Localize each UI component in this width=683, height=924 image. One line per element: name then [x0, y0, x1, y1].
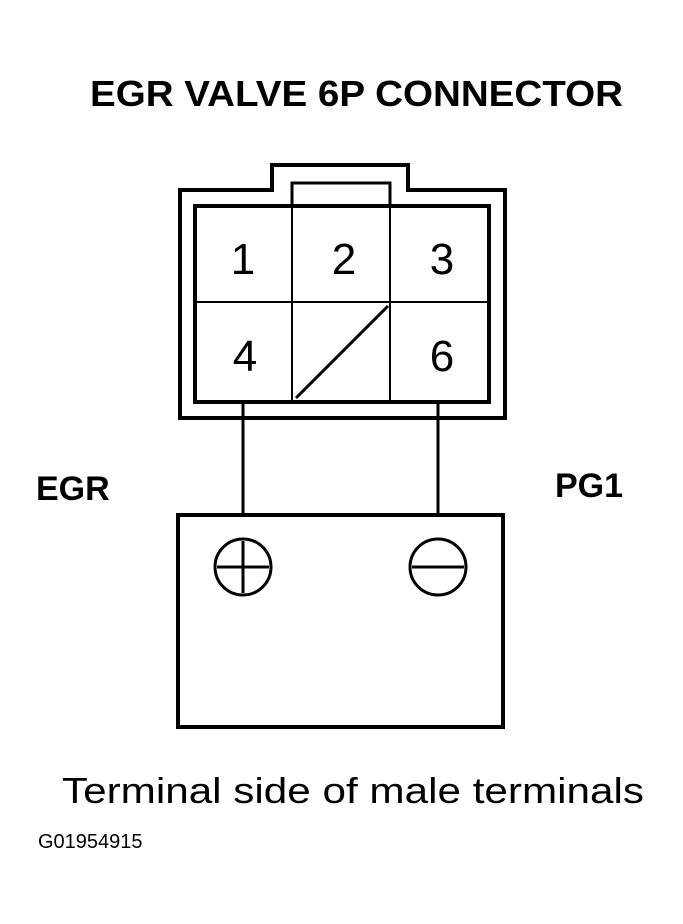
pg1-label: PG1 [555, 467, 623, 505]
empty-cavity-slash [294, 304, 390, 400]
terminal-2: 2 [332, 235, 356, 284]
figure-reference: G01954915 [38, 831, 143, 853]
egr-label: EGR [36, 470, 110, 508]
terminal-4: 4 [233, 332, 257, 381]
diagram-title: EGR VALVE 6P CONNECTOR [90, 73, 623, 114]
connector-housing [178, 163, 507, 420]
terminal-3: 3 [430, 235, 454, 284]
minus-terminal-icon [408, 537, 468, 597]
plus-terminal-icon [213, 537, 273, 597]
lock-tab [290, 181, 392, 206]
terminal-6: 6 [430, 332, 454, 381]
battery [176, 513, 505, 729]
connector-inner-outline [193, 204, 491, 404]
terminal-1: 1 [231, 235, 255, 284]
connector-outer-outline [178, 163, 507, 420]
caption: Terminal side of male terminals [62, 770, 644, 811]
